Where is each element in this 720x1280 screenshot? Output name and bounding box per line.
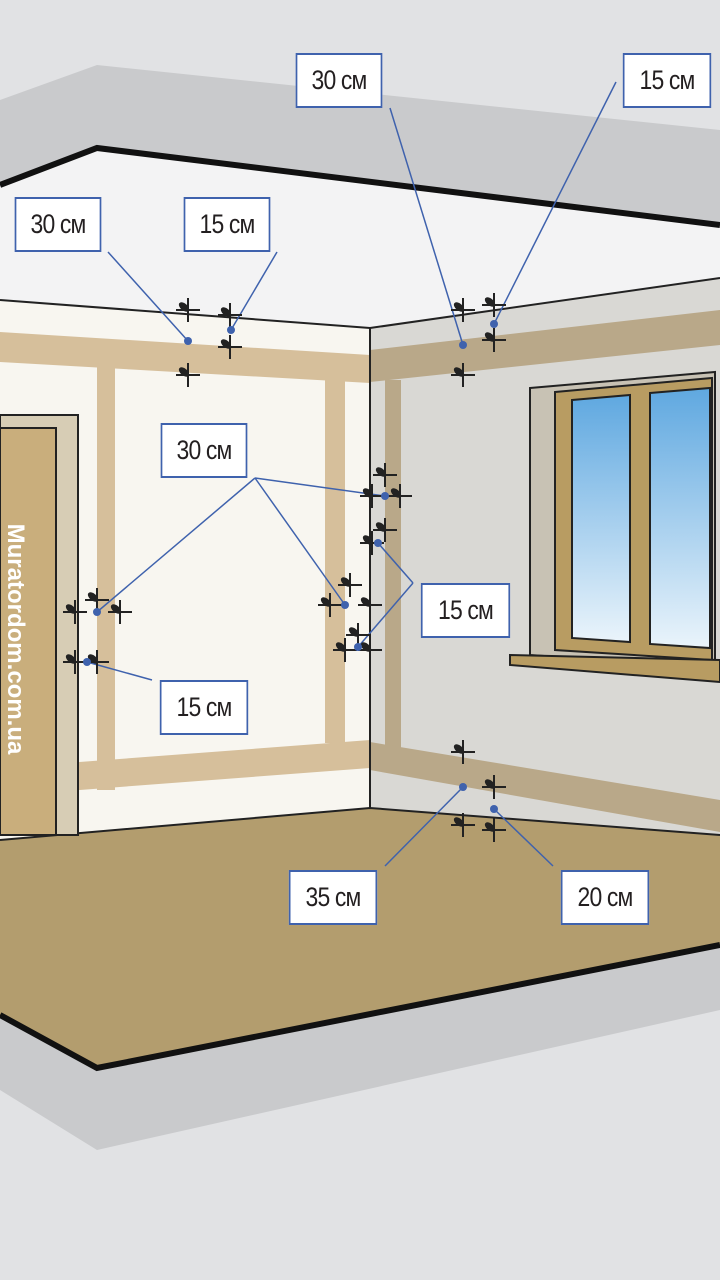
- wire-clip: [220, 339, 232, 349]
- callout-dot: [184, 337, 192, 345]
- wire-clip: [484, 297, 496, 307]
- callout-dot: [374, 539, 382, 547]
- wire-clip: [484, 332, 496, 342]
- callout-label: 30 см: [295, 53, 383, 108]
- wire-clip: [484, 822, 496, 832]
- callout-label: 20 см: [560, 870, 650, 925]
- ceiling-slab: [0, 65, 720, 225]
- callout-label: 15 см: [183, 197, 271, 252]
- wire-clip: [320, 597, 332, 607]
- wire-clip: [110, 604, 122, 614]
- wire-clip: [375, 522, 387, 532]
- watermark: Muratordom.com.ua: [2, 523, 29, 755]
- callout-dot: [381, 492, 389, 500]
- callout-dot: [459, 783, 467, 791]
- wire-clip: [484, 779, 496, 789]
- callout-dot: [83, 658, 91, 666]
- wire-clip: [178, 302, 190, 312]
- callout-dot: [354, 643, 362, 651]
- wire-clip: [65, 604, 77, 614]
- wire-clip: [348, 627, 360, 637]
- callout-dot: [341, 601, 349, 609]
- callout-dot: [459, 341, 467, 349]
- callout-label: 30 см: [14, 197, 102, 252]
- callout-dot: [93, 608, 101, 616]
- callout-label: 15 см: [622, 53, 712, 108]
- floor: [0, 808, 720, 1068]
- wire-clip: [220, 307, 232, 317]
- wire-clip: [375, 467, 387, 477]
- wire-clip: [390, 488, 402, 498]
- wire-clip: [362, 488, 374, 498]
- ceiling: [0, 148, 720, 328]
- wire-markers: [63, 293, 506, 842]
- callout-label: 35 см: [288, 870, 378, 925]
- wire-clip: [65, 654, 77, 664]
- callout-dot: [227, 326, 235, 334]
- callout-label: 30 см: [160, 423, 248, 478]
- wire-clip: [362, 535, 374, 545]
- callout-dot: [490, 805, 498, 813]
- wire-clip: [453, 302, 465, 312]
- callout-label: 15 см: [159, 680, 249, 735]
- callout-lines: [86, 81, 617, 867]
- left-wall: [0, 300, 370, 840]
- callout-dot: [490, 320, 498, 328]
- floor-slab: [0, 945, 720, 1150]
- wire-clip: [453, 817, 465, 827]
- wire-clip: [453, 744, 465, 754]
- window: [509, 370, 720, 684]
- wire-clip: [360, 597, 372, 607]
- wire-clip: [87, 592, 99, 602]
- wire-clip: [340, 577, 352, 587]
- callout-label: 15 см: [420, 583, 511, 638]
- wire-clip: [335, 642, 347, 652]
- wire-clip: [453, 367, 465, 377]
- door: [0, 414, 79, 836]
- wire-clip: [178, 367, 190, 377]
- wire-clip: [360, 642, 372, 652]
